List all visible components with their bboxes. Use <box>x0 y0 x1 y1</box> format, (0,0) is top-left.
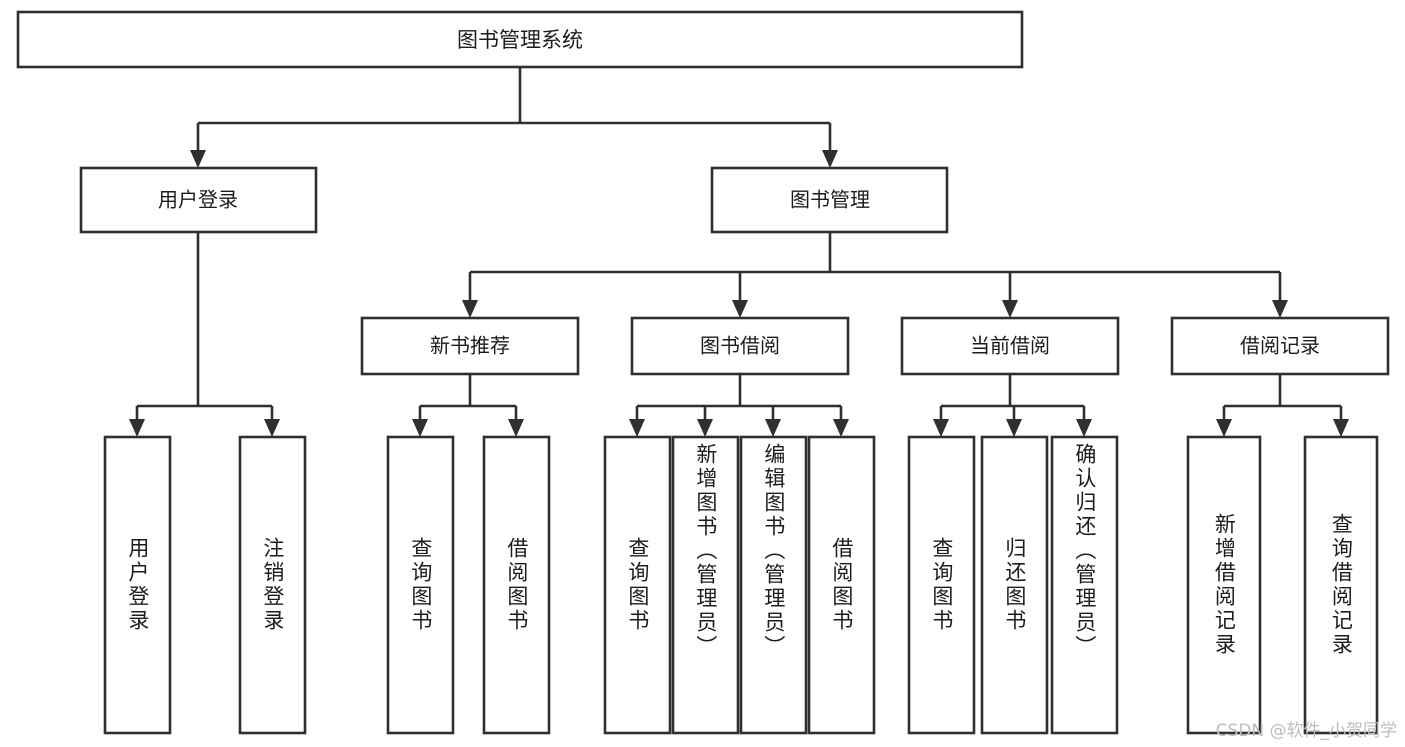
leaf-box-add-record[interactable] <box>1186 435 1262 735</box>
node-user-login-label: 用户登录 <box>158 188 238 212</box>
node-book-borrow-label: 图书借阅 <box>700 334 780 358</box>
leaf-box-edit-book[interactable] <box>739 435 808 735</box>
node-new-book-recommend-label: 新书推荐 <box>430 334 510 358</box>
leaf-box-user-login[interactable] <box>103 435 172 735</box>
connector-records-to-leaves <box>1216 374 1349 437</box>
node-book-management[interactable]: 图书管理 <box>710 166 949 234</box>
connector-books-to-level3 <box>462 232 1288 318</box>
connector-root-to-level2 <box>190 67 838 168</box>
node-borrow-records[interactable]: 借阅记录 <box>1170 316 1390 376</box>
node-root[interactable]: 图书管理系统 <box>16 10 1024 69</box>
node-root-label: 图书管理系统 <box>457 28 583 52</box>
csdn-watermark: CSDN @软件_小贺同学 <box>1215 721 1397 741</box>
leaf-box-query-record[interactable] <box>1303 435 1379 735</box>
leaf-box-logout[interactable] <box>238 435 307 735</box>
leaf-box-borrow-book-b[interactable] <box>807 435 876 735</box>
leaf-box-add-book[interactable] <box>671 435 740 735</box>
connector-login-to-leaves <box>129 232 280 437</box>
node-current-borrow[interactable]: 当前借阅 <box>900 316 1120 376</box>
connector-current-to-leaves <box>933 374 1092 437</box>
node-new-book-recommend[interactable]: 新书推荐 <box>360 316 580 376</box>
connector-borrow-to-leaves <box>629 374 849 437</box>
leaf-box-borrow-book-a[interactable] <box>482 435 551 735</box>
node-borrow-records-label: 借阅记录 <box>1240 334 1320 358</box>
leaf-box-return-book[interactable] <box>980 435 1049 735</box>
leaf-box-query-book-b[interactable] <box>603 435 672 735</box>
node-current-borrow-label: 当前借阅 <box>970 334 1050 358</box>
node-book-borrow[interactable]: 图书借阅 <box>630 316 850 376</box>
node-user-login[interactable]: 用户登录 <box>79 166 318 234</box>
leaf-box-confirm-return[interactable] <box>1050 435 1119 735</box>
connector-newbooks-to-leaves <box>412 374 524 437</box>
leaf-box-query-book-a[interactable] <box>386 435 455 735</box>
leaf-box-query-book-c[interactable] <box>907 435 976 735</box>
node-book-management-label: 图书管理 <box>790 188 870 212</box>
